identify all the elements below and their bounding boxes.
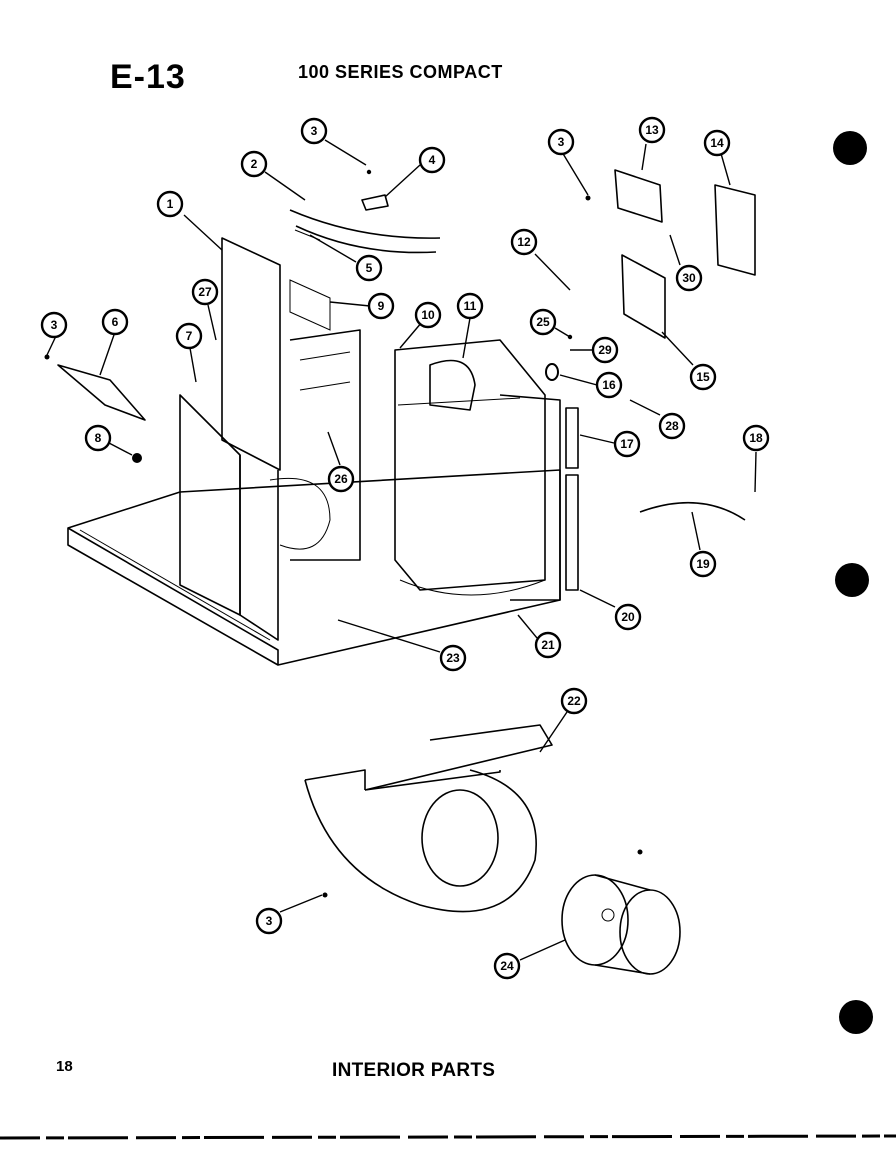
svg-text:20: 20 (621, 610, 635, 624)
callout-4: 4 (418, 146, 446, 174)
svg-text:3: 3 (266, 914, 273, 928)
callout-9: 9 (367, 292, 395, 320)
evaporator-housing (394, 339, 561, 601)
blower-wheel (561, 874, 681, 975)
callout-21: 21 (534, 631, 562, 659)
svg-text:3: 3 (558, 135, 565, 149)
svg-text:14: 14 (710, 136, 724, 150)
cover-plate (714, 184, 756, 276)
deflector (57, 364, 146, 421)
callout-7: 7 (175, 322, 203, 350)
blower-scroll (304, 724, 553, 913)
callout-3d: 3 (255, 907, 283, 935)
callout-5: 5 (355, 254, 383, 282)
svg-text:29: 29 (598, 343, 612, 357)
svg-text:15: 15 (696, 370, 710, 384)
callout-3c: 3 (40, 311, 68, 339)
svg-text:18: 18 (749, 431, 763, 445)
svg-text:1: 1 (167, 197, 174, 211)
svg-text:26: 26 (334, 472, 348, 486)
scan-edge (0, 1134, 896, 1140)
svg-text:3: 3 (51, 318, 58, 332)
section-title: INTERIOR PARTS (332, 1060, 496, 1081)
partition-panel (179, 237, 331, 641)
callout-22: 22 (560, 687, 588, 715)
callout-30: 30 (675, 264, 703, 292)
svg-text:16: 16 (602, 378, 616, 392)
svg-text:21: 21 (541, 638, 555, 652)
svg-text:4: 4 (429, 153, 436, 167)
callout-11: 11 (456, 292, 484, 320)
svg-text:28: 28 (665, 419, 679, 433)
svg-text:30: 30 (682, 271, 696, 285)
callout-28: 28 (658, 412, 686, 440)
center-partition (289, 329, 361, 561)
callout-27: 27 (191, 278, 219, 306)
mounting-brackets (614, 169, 666, 339)
callout-17: 17 (613, 430, 641, 458)
callout-15: 15 (689, 363, 717, 391)
base-pan (67, 469, 561, 666)
callout-3a: 3 (300, 117, 328, 145)
svg-text:3: 3 (311, 124, 318, 138)
callout-6: 6 (101, 308, 129, 336)
svg-text:7: 7 (186, 329, 193, 343)
callout-2: 2 (240, 150, 268, 178)
svg-text:11: 11 (464, 299, 477, 313)
binder-hole-top (833, 131, 867, 165)
callout-23: 23 (439, 644, 467, 672)
callout-25: 25 (529, 308, 557, 336)
svg-text:24: 24 (500, 959, 514, 973)
svg-text:25: 25 (536, 315, 550, 329)
callout-8: 8 (84, 424, 112, 452)
screws (44, 169, 643, 898)
callout-16: 16 (595, 371, 623, 399)
binder-hole-bottom (839, 1000, 873, 1034)
svg-text:22: 22 (567, 694, 581, 708)
binder-hole-middle (835, 563, 869, 597)
svg-text:19: 19 (696, 557, 710, 571)
svg-text:13: 13 (645, 123, 659, 137)
capillary-tube (639, 501, 746, 521)
callout-12: 12 (510, 228, 538, 256)
svg-text:9: 9 (378, 299, 385, 313)
callout-26: 26 (327, 465, 355, 493)
svg-text:10: 10 (421, 308, 435, 322)
svg-text:6: 6 (112, 315, 119, 329)
callout-13: 13 (638, 116, 666, 144)
series-title: 100 SERIES COMPACT (298, 62, 503, 82)
svg-text:12: 12 (517, 235, 531, 249)
callout-29: 29 (591, 336, 619, 364)
hose-assembly (289, 209, 441, 254)
callout-24: 24 (493, 952, 521, 980)
callout-18: 18 (742, 424, 770, 452)
svg-text:2: 2 (251, 157, 258, 171)
channel-strips (565, 407, 579, 591)
svg-text:8: 8 (95, 431, 102, 445)
clip-bracket (361, 194, 389, 211)
callout-14: 14 (703, 129, 731, 157)
sheet-id: E-13 (110, 58, 186, 96)
svg-text:5: 5 (366, 261, 373, 275)
svg-text:27: 27 (198, 285, 212, 299)
callout-1: 1 (156, 190, 184, 218)
callout-20: 20 (614, 603, 642, 631)
svg-text:23: 23 (446, 651, 460, 665)
callout-10: 10 (414, 301, 442, 329)
svg-text:17: 17 (620, 437, 634, 451)
page-number: 18 (56, 1058, 73, 1075)
callout-3b: 3 (547, 128, 575, 156)
callout-19: 19 (689, 550, 717, 578)
leader-lines (46, 139, 757, 961)
